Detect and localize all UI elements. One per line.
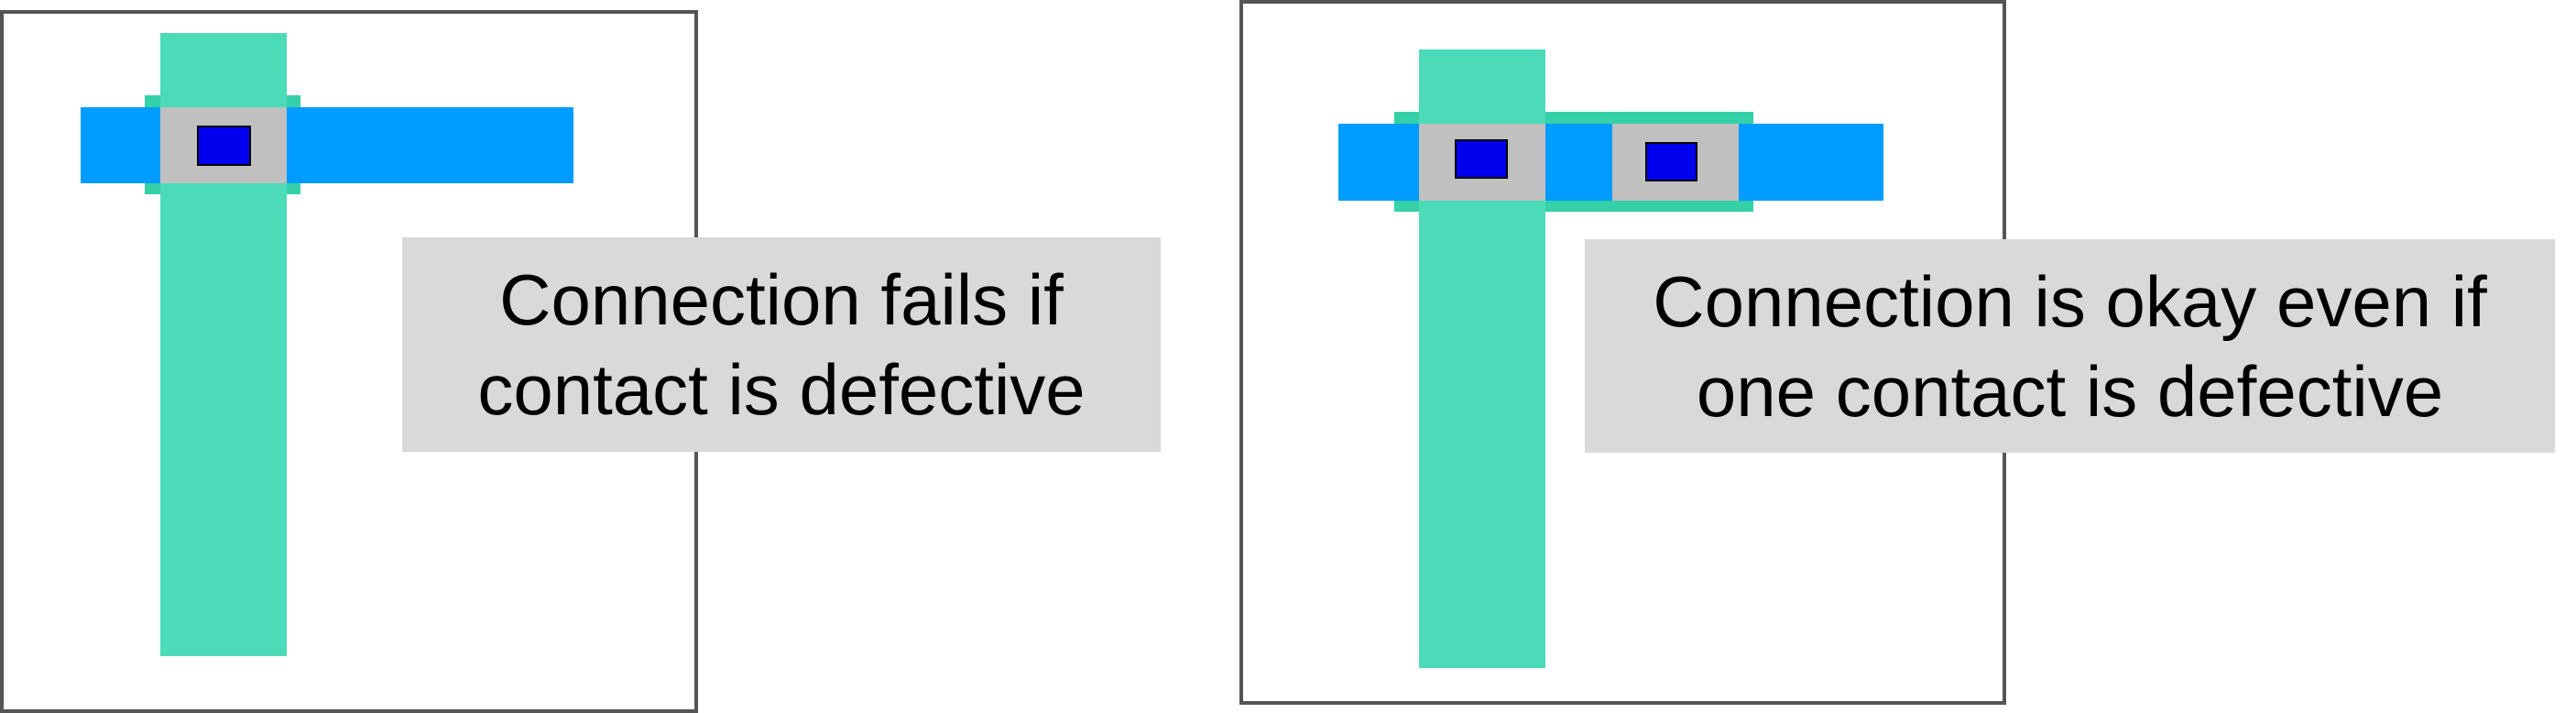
single-contact-caption: Connection fails if contact is defective <box>402 237 1161 452</box>
double-contact-caption-line-1: Connection is okay even if <box>1653 260 2487 342</box>
single-contact-caption-line-1: Connection fails if <box>499 259 1064 340</box>
double-contact-via-1 <box>1455 139 1508 179</box>
double-contact-caption-line-2: one contact is defective <box>1696 350 2444 432</box>
double-contact-via-2 <box>1645 142 1697 181</box>
single-contact-via <box>197 126 251 166</box>
single-contact-horizontal-wire <box>81 107 573 183</box>
single-contact-caption-line-2: contact is defective <box>477 349 1086 430</box>
double-contact-caption: Connection is okay even if one contact i… <box>1585 239 2555 453</box>
